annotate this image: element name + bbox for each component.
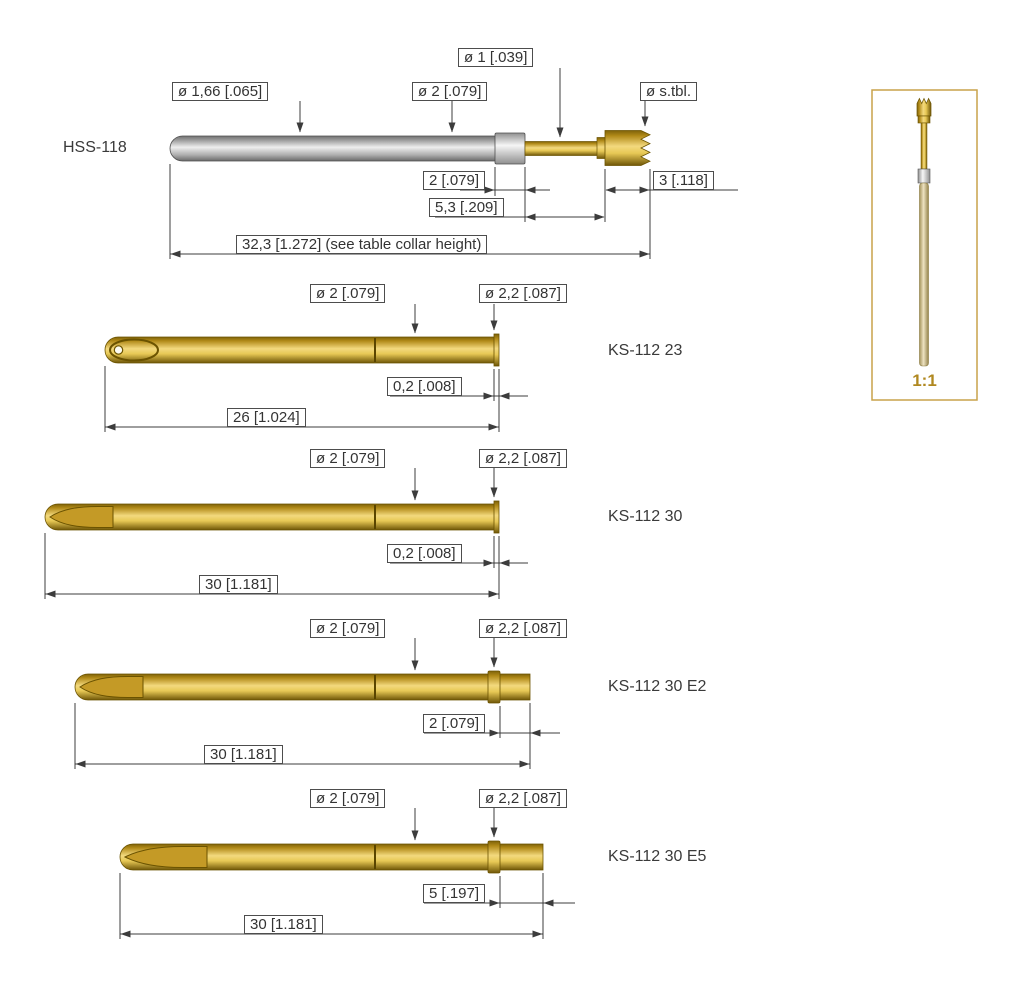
dimension-lines (120, 899, 575, 938)
eyelet-hole (113, 345, 124, 355)
scale-probe (916, 97, 932, 367)
dim-label-ks11230e5-dia-body: ø 2 [.079] (310, 789, 386, 808)
part-name-ks-112-30-e5: KS-112 30 E5 (608, 848, 707, 865)
probe-body (104, 336, 496, 364)
scale-probe-ring (917, 115, 931, 124)
dimension-lines (75, 729, 560, 768)
dim-label-ks11223-len-total: 26 [1.024] (227, 408, 306, 427)
wire-wrap-slot (49, 506, 114, 528)
drawing-ks-112-30-e5 (119, 808, 575, 939)
probe-barrel (169, 135, 501, 162)
dim-label-ks11230e5-len-collar: 5 [.197] (423, 884, 486, 903)
dim-label-hss118-len-tip: 3 [.118] (653, 171, 714, 190)
dim-label-hss118-len-front: 5,3 [.209] (429, 198, 504, 217)
solder-eyelet (109, 338, 159, 362)
dim-label-ks11230-len-tip: 0,2 [.008] (387, 544, 462, 563)
probe-collar (494, 132, 526, 165)
leader-lines (296, 68, 649, 138)
drawing-ks-112-23 (104, 304, 528, 432)
probe-plunger-shaft (524, 141, 599, 156)
probe-stop-collar (487, 840, 501, 874)
extension-lines (169, 164, 651, 259)
dim-label-ks11230e2-len-total: 30 [1.181] (204, 745, 283, 764)
part-name-ks-112-23: KS-112 23 (608, 342, 683, 359)
dim-label-ks11230e2-len-collar: 2 [.079] (423, 714, 486, 733)
probe-body (44, 503, 496, 531)
probe-stop-collar (487, 670, 501, 704)
part-name-ks-112-30: KS-112 30 (608, 508, 683, 525)
probe-tip (493, 500, 500, 534)
extension-lines (74, 703, 531, 769)
dim-label-hss118-dia-barrel: ø 1,66 [.065] (172, 82, 269, 101)
extension-lines (119, 873, 544, 939)
scale-probe-shaft (920, 122, 928, 170)
part-name-ks-112-30-e2: KS-112 30 E2 (608, 678, 707, 695)
probe-serrated-tip (604, 130, 651, 166)
dim-label-hss118-dia-collar: ø 2 [.079] (412, 82, 488, 101)
dimension-lines (45, 559, 528, 598)
dimension-lines (105, 392, 528, 431)
probe-body (74, 673, 531, 701)
leader-lines (411, 808, 498, 841)
scale-probe-collar (917, 168, 931, 184)
leader-lines (411, 304, 498, 334)
dim-label-ks11230-dia-body: ø 2 [.079] (310, 449, 386, 468)
scale-probe-barrel (919, 182, 929, 367)
dim-label-ks11230e5-dia-tip: ø 2,2 [.087] (479, 789, 567, 808)
dim-label-ks11230-len-total: 30 [1.181] (199, 575, 278, 594)
drawing-hss-118 (169, 68, 738, 259)
leader-lines (411, 638, 498, 671)
dim-label-ks11230e2-dia-body: ø 2 [.079] (310, 619, 386, 638)
scale-probe-tip (916, 97, 932, 117)
scale-ratio-label: 1:1 (912, 371, 937, 390)
dim-label-ks11230e5-len-total: 30 [1.181] (244, 915, 323, 934)
wire-wrap-slot (79, 676, 144, 698)
dim-label-ks11223-len-tip: 0,2 [.008] (387, 377, 462, 396)
part-name-hss-118: HSS-118 (63, 139, 127, 156)
dim-label-hss118-len-total: 32,3 [1.272] (see table collar height) (236, 235, 488, 254)
leader-lines (411, 468, 498, 501)
drawing-ks-112-30 (44, 468, 528, 599)
drawing-ks-112-30-e2 (74, 638, 560, 769)
probe-tip (493, 333, 500, 367)
dim-label-hss118-len-collar: 2 [.079] (423, 171, 486, 190)
dimension-lines (170, 186, 738, 258)
dim-label-hss118-dia-tip: ø s.tbl. (640, 82, 698, 101)
scale-panel (871, 89, 978, 401)
dim-label-ks11223-dia-body: ø 2 [.079] (310, 284, 386, 303)
wire-wrap-slot (123, 846, 208, 868)
dim-label-ks11230-dia-tip: ø 2,2 [.087] (479, 449, 567, 468)
probe-body (119, 843, 544, 871)
dim-label-ks11230e2-dia-tip: ø 2,2 [.087] (479, 619, 567, 638)
dim-label-ks11223-dia-tip: ø 2,2 [.087] (479, 284, 567, 303)
dim-label-hss118-dia-plunger: ø 1 [.039] (458, 48, 534, 67)
